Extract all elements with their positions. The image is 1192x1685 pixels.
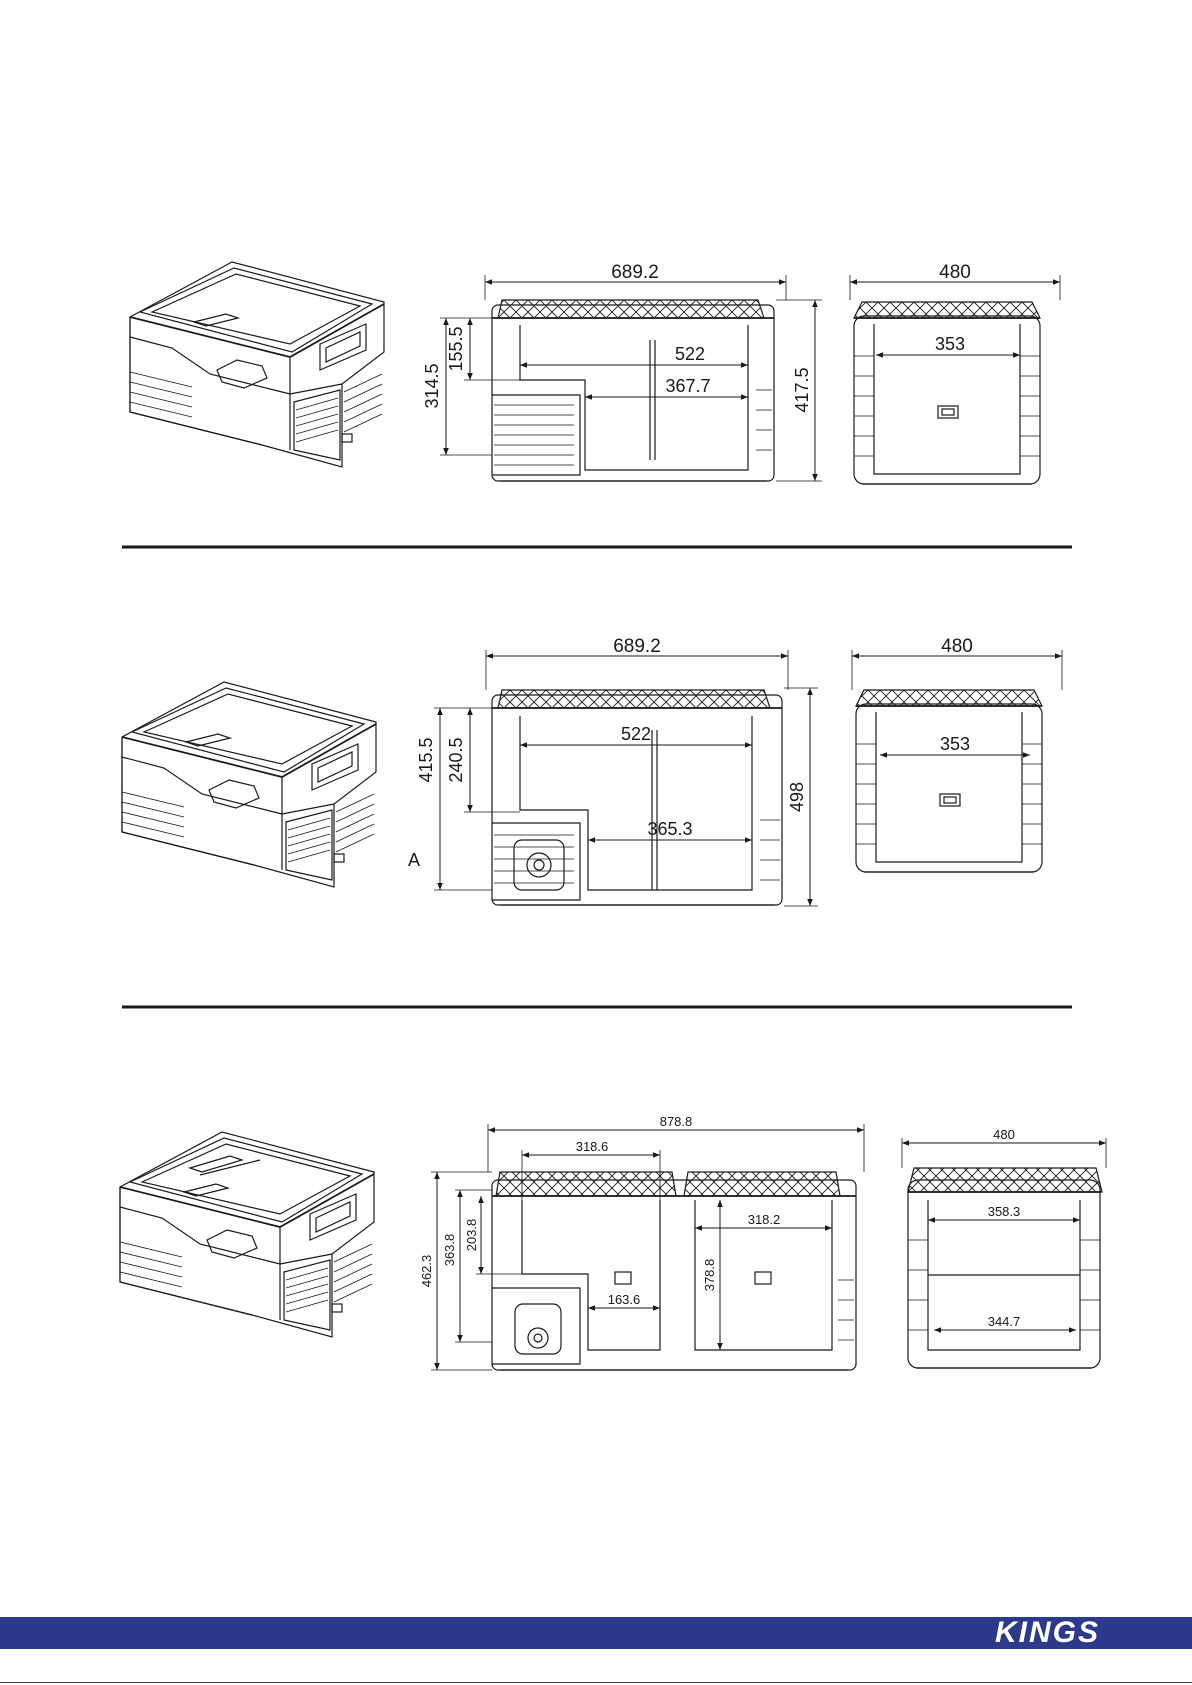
dim-side-1-overall-height: 417.5 <box>792 367 812 412</box>
dim-side-3-left-height: 363.8 <box>442 1234 457 1267</box>
side-view-2: 689.2 522 365.3 498 415.5 240.5 A <box>408 636 818 906</box>
dim-end-1-overall-width: 480 <box>939 262 971 283</box>
dim-side-2-interior-width: 522 <box>621 724 651 744</box>
dim-end-1-interior-width: 353 <box>935 334 965 354</box>
isometric-view-3 <box>120 1132 374 1337</box>
dim-side-3-step-height: 203.8 <box>464 1219 479 1252</box>
dim-side-3-right-height: 378.8 <box>702 1259 717 1292</box>
dim-end-3-bottom-interior-width: 344.7 <box>988 1314 1021 1329</box>
bottom-rule <box>0 1682 1192 1683</box>
isometric-view-1 <box>130 262 384 467</box>
dim-end-3-top-interior-width: 358.3 <box>988 1204 1021 1219</box>
end-view-2: 480 353 <box>852 636 1062 872</box>
dim-side-1-overall-width: 689.2 <box>611 262 659 283</box>
dim-side-2-step-width: 365.3 <box>647 819 692 839</box>
kings-logo: KINGS <box>995 1619 1100 1647</box>
dim-side-1-step-height: 155.5 <box>446 326 466 371</box>
side-view-1: 689.2 522 367.7 417.5 314.5 155.5 <box>422 262 822 481</box>
dim-side-3-right-compartment-width: 318.2 <box>748 1212 781 1227</box>
dim-end-3-overall-width: 480 <box>993 1127 1015 1142</box>
dim-side-1-step-width: 367.7 <box>665 376 710 396</box>
dim-side-1-interior-width: 522 <box>675 344 705 364</box>
section-marker-a: A <box>408 850 420 870</box>
side-view-3: 878.8 318.6 318.2 163.6 378.8 462.3 363.… <box>419 1114 864 1370</box>
dim-side-1-interior-height: 314.5 <box>422 363 442 408</box>
dim-side-3-step-width: 163.6 <box>608 1292 641 1307</box>
dim-side-3-overall-width: 878.8 <box>660 1114 693 1129</box>
dim-end-2-interior-width: 353 <box>940 734 970 754</box>
dim-side-3-left-compartment-width: 318.6 <box>576 1139 609 1154</box>
end-view-1: 480 353 <box>850 262 1060 484</box>
section-1: 689.2 522 367.7 417.5 314.5 155.5 480 35… <box>130 262 1060 484</box>
dim-end-2-overall-width: 480 <box>941 636 973 657</box>
section-3: 878.8 318.6 318.2 163.6 378.8 462.3 363.… <box>120 1114 1106 1370</box>
section-2: 689.2 522 365.3 498 415.5 240.5 A 480 35… <box>122 636 1062 906</box>
dim-side-2-step-height: 240.5 <box>446 737 466 782</box>
end-view-3: 480 358.3 344.7 <box>902 1127 1106 1368</box>
dim-side-3-overall-height: 462.3 <box>419 1255 434 1288</box>
dim-side-2-overall-width: 689.2 <box>613 636 661 657</box>
dim-side-2-overall-height: 498 <box>787 782 807 812</box>
isometric-view-2 <box>122 682 376 887</box>
dim-side-2-interior-height: 415.5 <box>416 737 436 782</box>
